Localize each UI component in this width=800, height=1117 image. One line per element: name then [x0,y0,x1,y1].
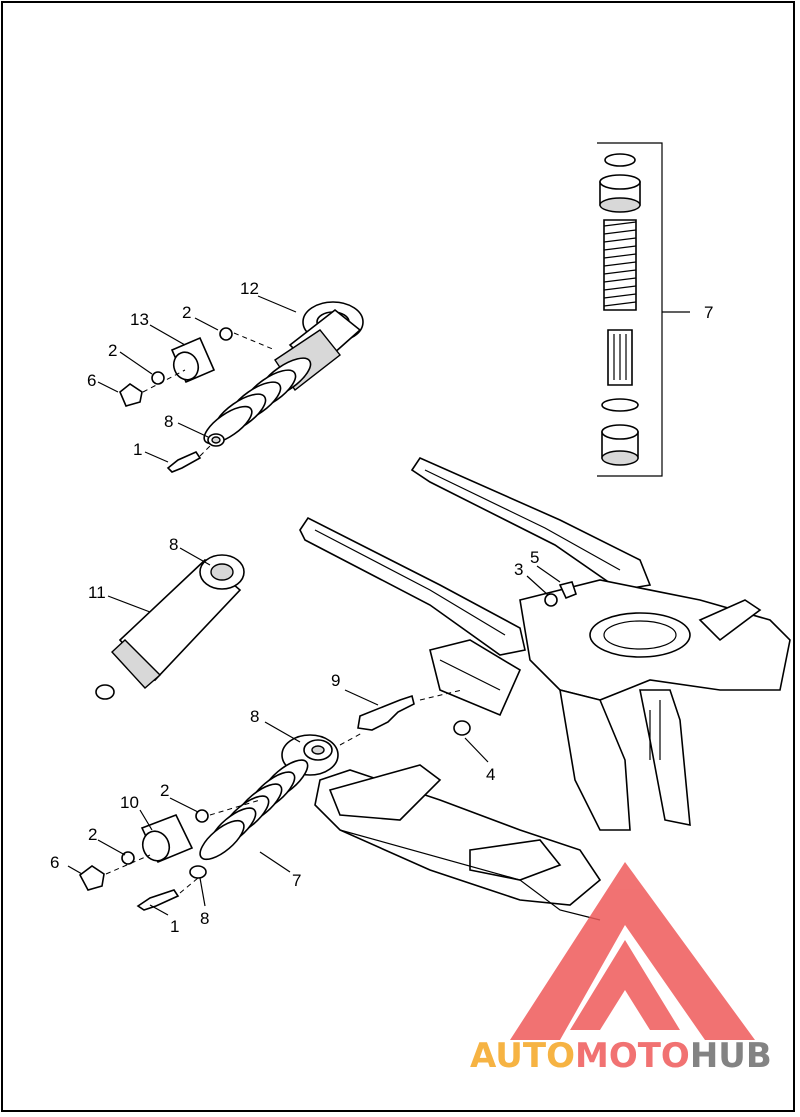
spring-column-coils [603,221,637,307]
callout-8: 8 [250,707,259,726]
callout-2: 2 [160,781,169,800]
spring-kit-7 [597,142,663,477]
callout-7: 7 [704,303,713,322]
watermark-triangle-icon [510,862,755,1040]
frame-and-swingarm [299,456,791,921]
watermark-triangle-inner-icon [570,940,680,1030]
watermark-auto: AUTO [470,1036,575,1076]
watermark-logo: AUTOMOTOHUB [470,862,772,1076]
watermark-hub: HUB [690,1036,772,1076]
shock-absorber-12 [203,301,364,447]
lower-hardware [78,581,577,911]
callout-5: 5 [530,548,539,567]
shock-absorber-7 [189,734,339,879]
callout-11: 11 [88,583,106,602]
shock-absorber-11 [95,554,245,700]
callout-1: 1 [133,440,142,459]
callout-9: 9 [331,671,340,690]
spring-coils-lower [199,759,309,861]
callout-2: 2 [182,303,191,322]
callout-6: 6 [87,371,96,390]
callout-13: 13 [130,310,149,329]
watermark-text: AUTOMOTOHUB [470,1036,772,1076]
callout-12: 12 [240,279,259,298]
callout-2: 2 [88,825,97,844]
callout-6: 6 [50,853,59,872]
callout-8: 8 [164,412,173,431]
watermark-moto: MOTO [575,1036,690,1076]
callout-8: 8 [200,909,209,928]
callout-labels: 12 13 2 2 6 8 1 8 11 3 5 9 4 8 2 10 2 6 … [50,279,713,936]
callout-1: 1 [170,917,179,936]
leader-lines [67,295,690,916]
upper-hardware [119,327,276,473]
callout-7: 7 [292,871,301,890]
callout-3: 3 [514,560,523,579]
callout-8: 8 [169,535,178,554]
callout-4: 4 [486,765,495,784]
callout-10: 10 [120,793,139,812]
callout-2: 2 [108,341,117,360]
